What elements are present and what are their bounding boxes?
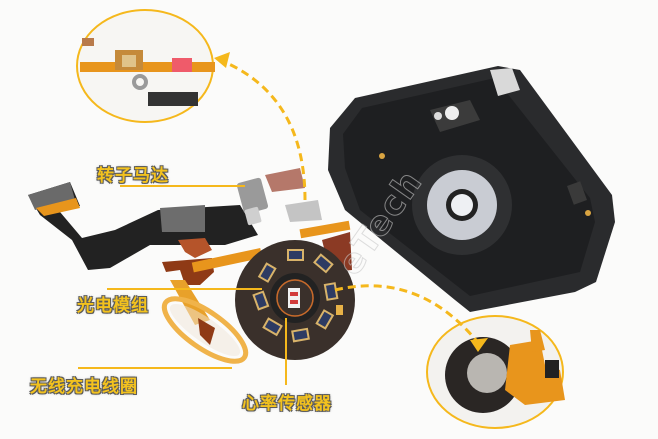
label-photo-module: 光电模组	[77, 296, 149, 316]
dashed-arrow-to-motor-inset	[219, 58, 307, 201]
wireless-charging-coil	[161, 296, 249, 364]
magnified-inset-sensor	[426, 315, 565, 429]
dashed-arrow-to-sensor-inset	[334, 284, 482, 346]
watch-housing	[328, 66, 615, 312]
label-heart-rate-sensor: 心率传感器	[242, 394, 332, 414]
label-rotor-motor: 转子马达	[97, 166, 169, 186]
heart-rate-sensor-pcb	[235, 240, 355, 360]
magnified-inset-motor	[76, 9, 215, 123]
label-wireless-charging-coil: 无线充电线圈	[30, 377, 138, 397]
arrow-head-icon	[470, 338, 488, 352]
arrow-head-icon	[214, 52, 230, 68]
